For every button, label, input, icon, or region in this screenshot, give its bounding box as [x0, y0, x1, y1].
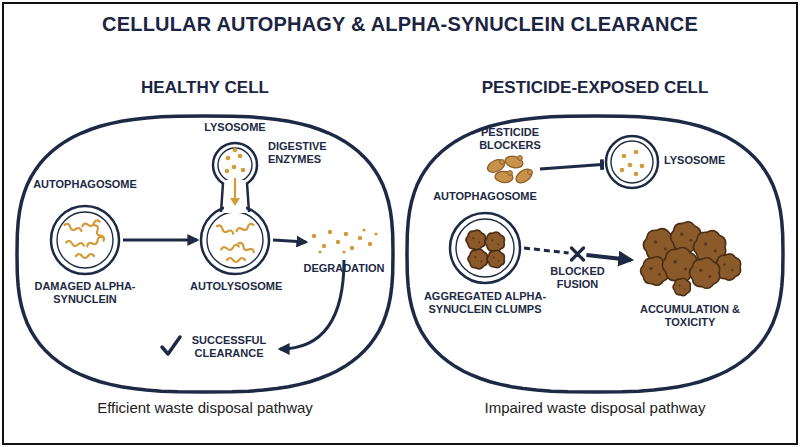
panel-caption: Impaired waste disposal pathway [445, 399, 745, 417]
enzyme-label: DIGESTIVE ENZYMES [268, 140, 348, 166]
cargo-label: AGGREGATED ALPHA-SYNUCLEIN CLUMPS [420, 290, 550, 316]
lysosome: LYSOSOME [600, 132, 740, 192]
autophagosome-shape [25, 178, 145, 313]
toxicity-label: ACCUMULATION & TOXICITY [630, 303, 750, 329]
connector-arrow [524, 248, 631, 260]
pesticide-blockers: PESTICIDE BLOCKERS [470, 126, 552, 184]
aggregate-accumulation: ACCUMULATION & TOXICITY [630, 215, 752, 340]
cell-heading: PESTICIDE-EXPOSED CELL [405, 78, 785, 98]
panel-caption: Efficient waste disposal pathway [55, 399, 355, 417]
autophagosome: AUTOPHAGOSOME DAMAGED ALPHA-SYNUCLEIN [25, 178, 147, 313]
connector-arrow [123, 240, 197, 241]
cargo-label: DAMAGED ALPHA-SYNUCLEIN [25, 280, 145, 306]
organelle-label: AUTOLYSOSOME [190, 280, 280, 293]
connector-arrow [273, 240, 306, 242]
clearance-result: SUCCESSFUL CLEARANCE [160, 332, 276, 366]
cell-outline: PESTICIDE-EXPOSED CELL PESTICIDE BLOCKERS… [405, 70, 787, 394]
autophagosome: AUTOPHAGOSOME AGGREGATED ALPHA-SYNUCLEIN … [420, 190, 552, 335]
step-label: DEGRADATION [300, 262, 388, 275]
blocker-label: PESTICIDE BLOCKERS [470, 126, 550, 152]
cell-outline: HEALTHY CELL AUTOPHAGOSOME DAMAGED ALPHA-S… [15, 70, 397, 394]
organelle-label: LYSOSOME [664, 154, 736, 167]
connector-arrow [540, 165, 602, 169]
cell-heading: HEALTHY CELL [15, 78, 395, 98]
organelle-label: AUTOPHAGOSOME [25, 178, 145, 191]
organelle-label: AUTOPHAGOSOME [420, 190, 550, 203]
edge-label: BLOCKED FUSION [538, 265, 618, 291]
result-label: SUCCESSFUL CLEARANCE [184, 334, 274, 360]
organelle-label: LYSOSOME [190, 121, 280, 134]
diagram-title: CELLULAR AUTOPHAGY & ALPHA-SYNUCLEIN CLE… [0, 12, 800, 36]
degradation-products: DEGRADATION [300, 222, 390, 280]
